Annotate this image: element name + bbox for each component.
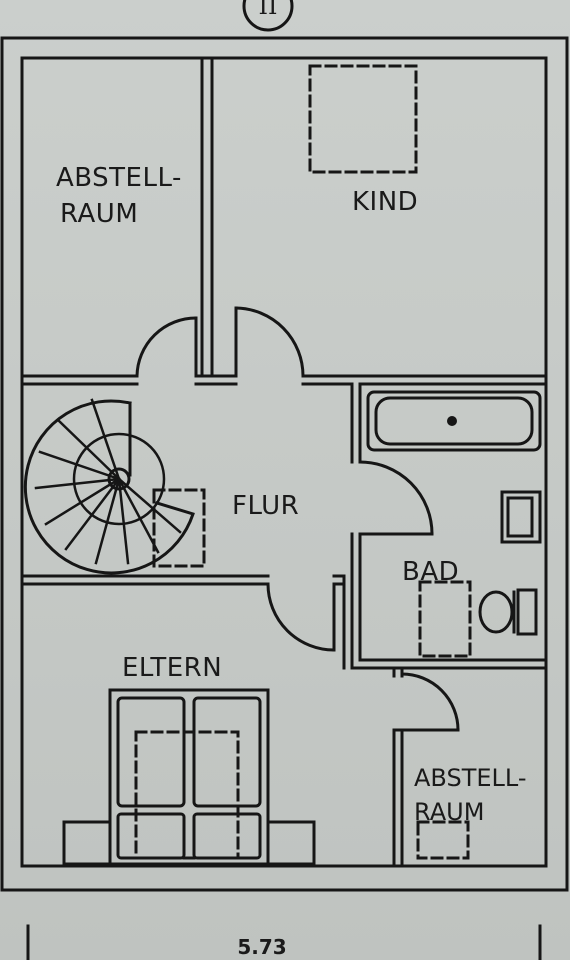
wall-hallway-parents <box>20 574 346 586</box>
door-bathroom <box>358 460 434 536</box>
stair-dashed-area <box>152 488 206 568</box>
door-storage-top <box>135 316 198 378</box>
floor-badge-label: II <box>259 0 278 20</box>
toilet <box>478 588 538 636</box>
wall-storage-child <box>200 56 214 378</box>
child-furniture-outline <box>308 64 418 174</box>
spiral-staircase <box>23 398 195 575</box>
label-parents: ELTERN <box>122 653 222 683</box>
label-child: KIND <box>352 187 418 217</box>
label-storage-top-line2: RAUM <box>60 199 138 229</box>
storage-dashed-area <box>416 820 470 860</box>
wall-top-rooms-hallway <box>20 374 548 386</box>
wall-storage-bottom <box>392 666 404 868</box>
dimension-line <box>26 924 542 960</box>
label-hallway: FLUR <box>232 491 299 521</box>
label-storage-bottom-line2: RAUM <box>414 798 484 826</box>
dimension-label: 5.73 <box>237 935 286 959</box>
door-child <box>234 306 305 378</box>
floor-badge <box>242 0 294 32</box>
door-storage-bottom <box>400 672 460 732</box>
double-bed <box>62 688 316 866</box>
outer-wall <box>0 36 569 892</box>
bathtub <box>366 390 542 452</box>
washbasin <box>500 490 542 544</box>
room-labels: II ABSTELL- RAUM KIND FLUR BAD ELTERN AB… <box>56 0 527 959</box>
label-bathroom: BAD <box>402 557 459 587</box>
label-storage-top-line1: ABSTELL- <box>56 163 182 193</box>
door-parents <box>266 582 336 652</box>
wall-bathroom <box>342 382 548 670</box>
bath-dashed-area <box>418 580 472 658</box>
label-storage-bottom-line1: ABSTELL- <box>414 764 527 792</box>
